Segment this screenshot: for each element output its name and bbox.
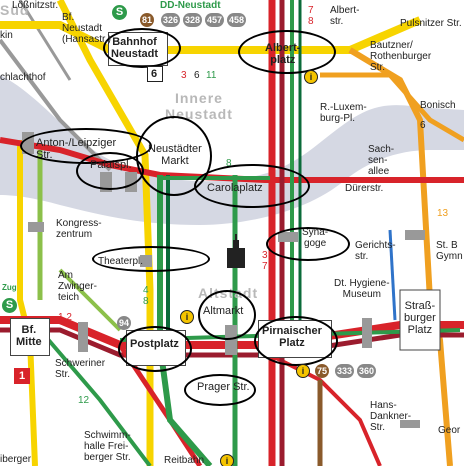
- highlight-carolaplatz: [194, 164, 310, 208]
- label-hans-dankner: Hans- Dankner- Str.: [370, 400, 412, 433]
- label-georg: Geor: [438, 425, 461, 436]
- info-icon: i: [180, 310, 194, 324]
- church-icon: [227, 234, 245, 268]
- label-bf-neustadt-hansa: Bf. Neustadt (Hansastr.): [62, 12, 111, 45]
- line-number: 6: [420, 120, 426, 131]
- highlight-postplatz: [118, 326, 192, 372]
- bus-457-badge[interactable]: 457: [205, 13, 225, 27]
- line-number: 7 8: [308, 5, 314, 27]
- label-hygiene-museum: Dt. Hygiene- Museum: [334, 278, 390, 300]
- line-1-box: [14, 368, 30, 384]
- line-number: 8: [226, 158, 232, 169]
- label-duerer: Dürerstr.: [345, 183, 384, 194]
- line-3-label: 3: [181, 70, 187, 81]
- line-number: 13: [437, 208, 449, 219]
- info-icon: i: [304, 70, 318, 84]
- highlight-theaterplatz: [92, 246, 210, 272]
- label-schweriner: Schweriner Str.: [55, 358, 106, 380]
- bus-75-badge[interactable]: 75: [315, 364, 330, 378]
- highlight-palaisplatz: [76, 152, 144, 190]
- label-bonisch: Bonisch: [420, 100, 456, 111]
- info-icon: i: [220, 454, 234, 466]
- bus-360-badge[interactable]: 360: [357, 364, 377, 378]
- line-1-label: 1: [19, 370, 26, 382]
- highlight-altmarkt: [198, 290, 256, 340]
- district-sued: Süd: [0, 2, 30, 18]
- line-number: 1 2: [58, 312, 72, 323]
- bus-458-badge[interactable]: 458: [227, 13, 247, 27]
- top-station-label: DD-Neustadt: [160, 0, 221, 11]
- label-kin: kin: [0, 30, 13, 41]
- label-albertstr: Albert- str.: [330, 5, 360, 27]
- bus-333-badge[interactable]: 333: [335, 364, 355, 378]
- station-box-bf-mitte: [10, 318, 50, 356]
- info-icon: i: [296, 364, 310, 378]
- label-schlachthof: chlachthof: [0, 72, 46, 83]
- highlight-synagoge: [266, 227, 350, 261]
- bus-94-badge[interactable]: 94: [117, 316, 132, 330]
- label-gerichtsstr: Gerichts- str.: [355, 240, 396, 262]
- line-6-box-label: 6: [151, 68, 158, 80]
- bus-328-badge[interactable]: 328: [183, 13, 203, 27]
- line-11-label: 11: [206, 70, 217, 81]
- line-number: 3 7: [262, 250, 268, 272]
- label-loessnitz: Lößnitzstr.: [12, 0, 59, 11]
- highlight-pirnaischer-platz: [254, 316, 338, 366]
- line-number: 12: [78, 395, 90, 406]
- label-reitbahn: Reitbahn: [164, 455, 205, 466]
- station-bf-mitte[interactable]: Bf. Mitte: [16, 324, 42, 348]
- highlight-prager-str: [184, 374, 256, 406]
- label-freiberger: iberger: [0, 454, 32, 465]
- bus-81-badge[interactable]: 81: [140, 13, 155, 27]
- label-schwimmhalle: Schwimm- halle Frei- berger Str.: [84, 430, 131, 463]
- highlight-neustaedter-markt: [136, 116, 212, 196]
- highlight-albertplatz: [238, 30, 336, 74]
- s-bahn-icon: S: [112, 5, 127, 20]
- label-bautzner-rothenburger: Bautzner/ Rothenburger Str.: [370, 40, 432, 73]
- label-luxemburg-platz: R.-Luxem- burg-Pl.: [320, 102, 367, 124]
- line-number: 4 8: [143, 285, 149, 307]
- highlight-bahnhof-neustadt: [103, 28, 181, 68]
- line-6-box: [147, 66, 163, 82]
- zug-label-left: Zug: [2, 283, 17, 292]
- label-pulsnitzer: Pulsnitzer Str.: [400, 18, 462, 29]
- label-zwingerteich: Am Zwinger- teich: [58, 270, 97, 303]
- label-sachsenallee: Sach- sen- allee: [368, 144, 395, 177]
- station-strassburger-platz[interactable]: Straß- burger Platz: [404, 300, 436, 336]
- bus-326-badge[interactable]: 326: [161, 13, 181, 27]
- line-6-label: 6: [194, 70, 200, 81]
- label-kongresszentrum: Kongress- zentrum: [56, 218, 102, 240]
- label-st-b-gymn: St. B Gymn: [436, 240, 463, 262]
- s-bahn-icon: S: [2, 298, 17, 313]
